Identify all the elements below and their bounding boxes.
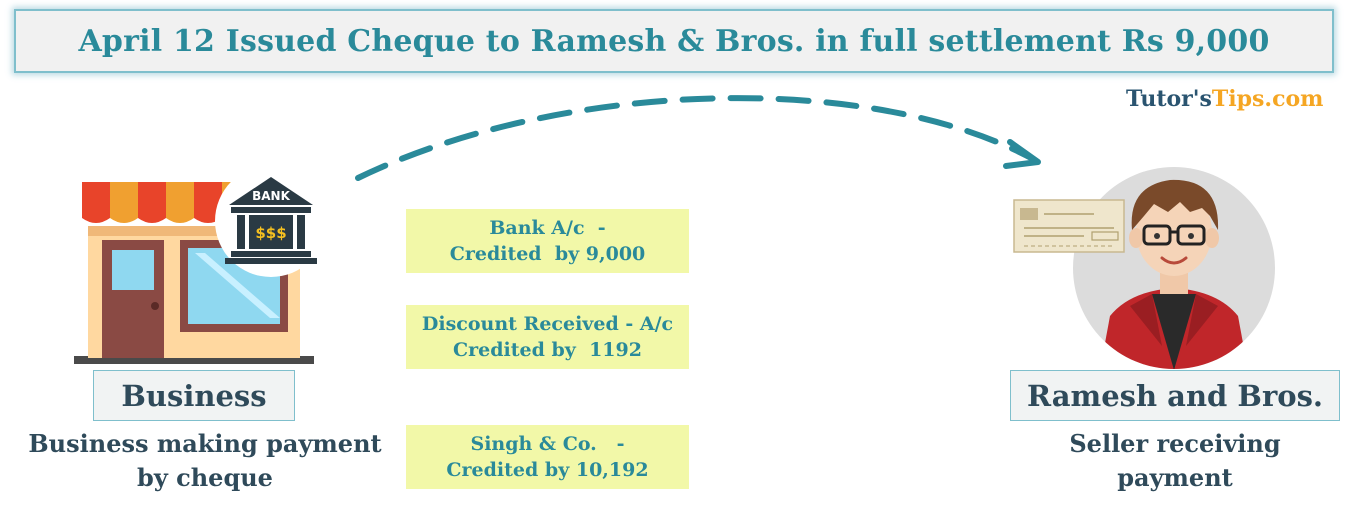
- business-label-text: Business: [121, 378, 267, 413]
- cheque-icon: [1013, 199, 1125, 253]
- seller-label: Ramesh and Bros.: [1010, 370, 1340, 421]
- note-discount-line2: Credited by 1192: [453, 339, 642, 361]
- business-desc-line2: by cheque: [137, 463, 273, 492]
- bank-icon: BANK $$$: [215, 165, 327, 277]
- business-label: Business: [93, 370, 295, 421]
- seller-description: Seller receiving payment: [1020, 427, 1330, 495]
- brand-part2: Tips.com: [1211, 86, 1324, 112]
- seller-desc-line1: Seller receiving: [1069, 429, 1281, 458]
- bank-dollar-text: $$$: [255, 224, 286, 242]
- note-bank: Bank A/c - Credited by 9,000: [406, 209, 689, 273]
- seller-desc-line2: payment: [1117, 463, 1233, 492]
- business-description: Business making payment by cheque: [20, 427, 390, 495]
- note-bank-line2: Credited by 9,000: [449, 243, 646, 265]
- note-bank-line1: Bank A/c -: [489, 217, 606, 239]
- title-text: April 12 Issued Cheque to Ramesh & Bros.…: [78, 23, 1270, 59]
- note-singh-line2: Credited by 10,192: [446, 459, 649, 481]
- note-singh-line1: Singh & Co. -: [470, 433, 625, 455]
- brand-logo: Tutor'sTips.com: [1126, 86, 1323, 112]
- arrowhead-icon: [1003, 139, 1041, 169]
- seller-label-text: Ramesh and Bros.: [1026, 378, 1323, 413]
- business-desc-line1: Business making payment: [28, 429, 382, 458]
- bank-sign-text: BANK: [252, 189, 290, 203]
- brand-part1: Tutor's: [1126, 86, 1212, 112]
- note-discount: Discount Received - A/c Credited by 1192: [406, 305, 689, 369]
- note-singh: Singh & Co. - Credited by 10,192: [406, 425, 689, 489]
- title-banner: April 12 Issued Cheque to Ramesh & Bros.…: [14, 9, 1334, 73]
- seller-avatar-icon: [1073, 167, 1275, 369]
- note-discount-line1: Discount Received - A/c: [421, 313, 674, 335]
